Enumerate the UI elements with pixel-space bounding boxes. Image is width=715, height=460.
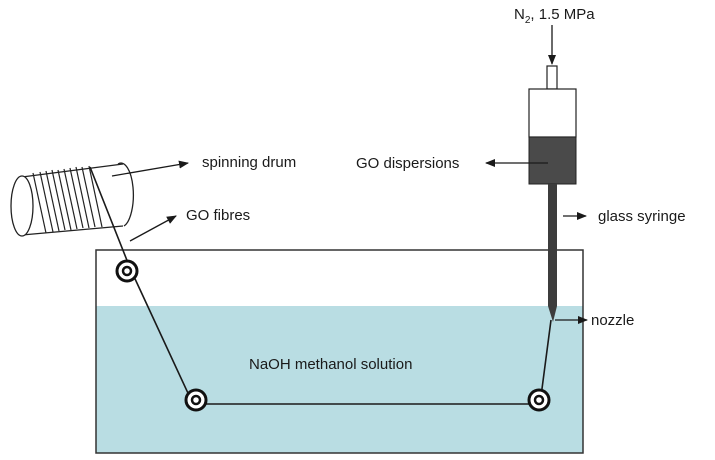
- gas-inlet: [546, 65, 558, 90]
- glass-syringe: [528, 65, 577, 322]
- go-dispersions-label: GO dispersions: [356, 155, 459, 172]
- nozzle-label: nozzle: [591, 312, 634, 329]
- roller-top-left: [115, 259, 139, 283]
- gas-label: N2, 1.5 MPa: [514, 6, 595, 26]
- syringe-barrel: [528, 88, 577, 138]
- drum-arrow: [111, 160, 189, 177]
- roller-bottom-right: [527, 388, 551, 412]
- go-fibres-label: GO fibres: [186, 207, 250, 224]
- spinning-drum-label: spinning drum: [202, 154, 296, 171]
- go-dispersion-fill: [528, 136, 577, 185]
- glass-syringe-label: glass syringe: [598, 208, 686, 225]
- naoh-methanol-solution: [96, 306, 583, 453]
- nozzle-tip: [548, 306, 557, 322]
- drum-windings: [32, 165, 103, 234]
- spinning-drum: [10, 162, 135, 237]
- coagulation-bath-container: [95, 249, 584, 454]
- syringe-tube: [548, 184, 557, 306]
- fibres-arrow: [129, 215, 177, 242]
- roller-bottom-left: [184, 388, 208, 412]
- bath-label: NaOH methanol solution: [249, 356, 412, 373]
